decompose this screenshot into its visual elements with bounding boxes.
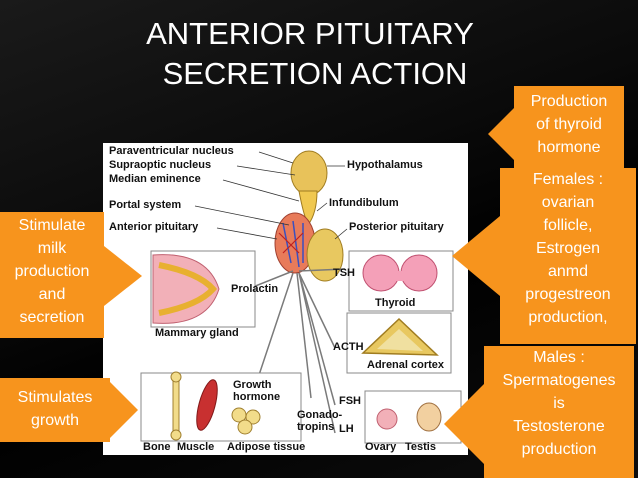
- label-infundibulum: Infundibulum: [329, 197, 399, 209]
- label-testis: Testis: [405, 441, 436, 453]
- callout-males-line-1: Males :: [533, 349, 585, 366]
- label-muscle: Muscle: [177, 441, 215, 453]
- callout-males-line-3: is: [553, 395, 565, 412]
- label-fsh: FSH: [339, 395, 361, 407]
- label-bone: Bone: [143, 441, 171, 453]
- label-adrenal-cortex: Adrenal cortex: [367, 359, 445, 371]
- callout-milk-line-1: Stimulate: [18, 217, 86, 234]
- callout-milk-line-2: milk: [37, 240, 67, 257]
- callout-females-line-3: follicle,: [543, 217, 593, 234]
- label-anterior-pituitary: Anterior pituitary: [109, 221, 199, 233]
- label-gonadotropins-2: tropins: [297, 421, 335, 433]
- callout-growth-line-2: growth: [30, 412, 80, 429]
- callout-females-line-1: Females :: [532, 171, 604, 188]
- callout-females-line-5: anmd: [547, 263, 589, 280]
- label-posterior-pituitary: Posterior pituitary: [349, 221, 444, 233]
- label-paraventricular: Paraventricular nucleus: [109, 145, 234, 157]
- label-gonadotropins-1: Gonado-: [297, 409, 343, 421]
- label-growth-hormone-1: Growth: [233, 379, 272, 391]
- label-prolactin: Prolactin: [231, 283, 279, 295]
- title-line-2: SECRETION ACTION: [162, 56, 468, 91]
- callout-females-line-2: ovarian: [541, 194, 595, 211]
- callout-females-line-4: Estrogen: [535, 240, 601, 257]
- label-mammary-gland: Mammary gland: [155, 327, 239, 339]
- callout-females-line-7: production,: [528, 309, 608, 326]
- callout-milk-line-3: production: [14, 263, 90, 280]
- label-supraoptic: Supraoptic nucleus: [109, 159, 212, 171]
- callout-thyroid-line-1: Production: [530, 93, 608, 110]
- label-median-eminence: Median eminence: [109, 173, 201, 185]
- callout-milk-line-5: secretion: [19, 309, 85, 326]
- label-portal-system: Portal system: [109, 199, 182, 211]
- callout-thyroid-line-3: hormone: [537, 139, 601, 156]
- label-growth-hormone-2: hormone: [233, 391, 281, 403]
- callout-males-line-4: Testosterone: [513, 418, 605, 435]
- label-thyroid: Thyroid: [375, 297, 416, 309]
- label-tsh: TSH: [333, 267, 355, 279]
- slide-title: ANTERIOR PITUITARY SECRETION ACTION: [100, 14, 520, 94]
- label-hypothalamus: Hypothalamus: [347, 159, 423, 171]
- title-line-1: ANTERIOR PITUITARY: [146, 16, 474, 51]
- label-lh: LH: [339, 423, 354, 435]
- label-adipose: Adipose tissue: [227, 441, 306, 453]
- callout-females-line-6: progestreon: [525, 286, 611, 303]
- label-ovary: Ovary: [365, 441, 397, 453]
- callout-thyroid-line-2: of thyroid: [536, 116, 602, 133]
- callout-milk-line-4: and: [38, 286, 66, 303]
- callout-males-line-2: Spermatogenes: [502, 372, 616, 389]
- callout-growth-line-1: Stimulates: [17, 389, 93, 406]
- diagram-artwork: [140, 150, 462, 444]
- label-acth: ACTH: [333, 341, 364, 353]
- callout-males-line-5: production: [521, 441, 597, 458]
- pituitary-diagram: Paraventricular nucleus Supraoptic nucle…: [103, 143, 468, 455]
